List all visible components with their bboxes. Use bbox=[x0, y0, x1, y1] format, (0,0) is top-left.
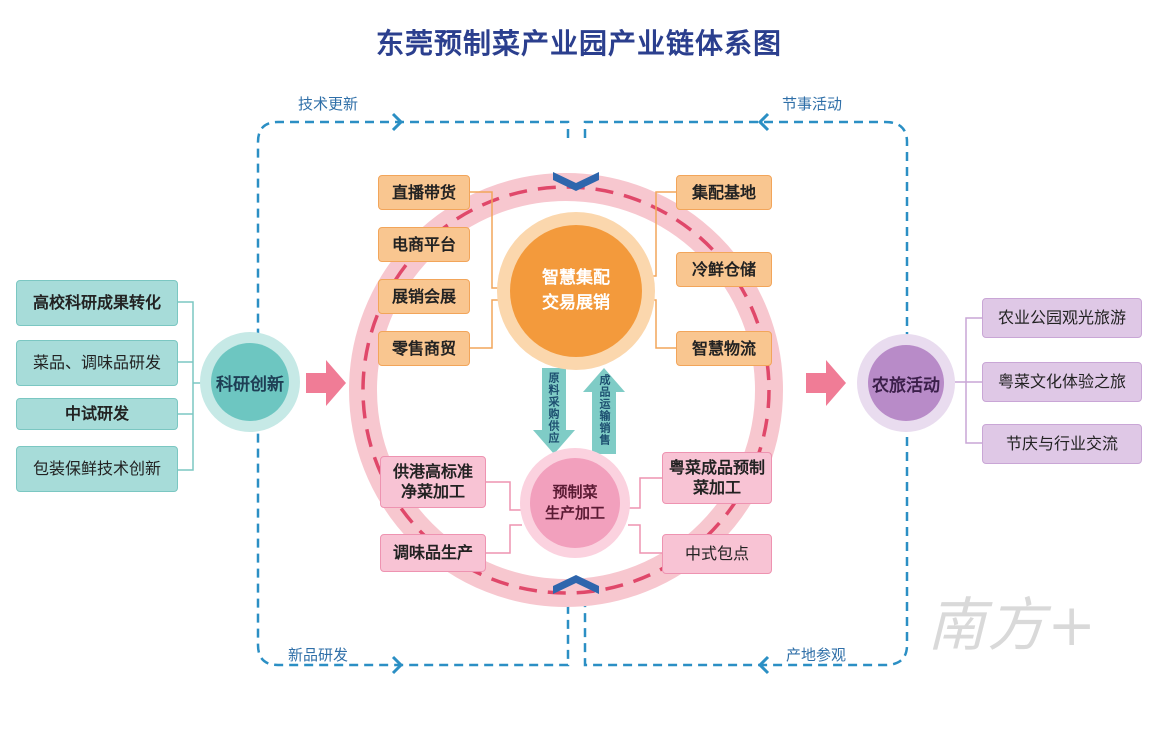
bottom-connectors bbox=[486, 477, 662, 554]
hub-production: 预制菜 生产加工 bbox=[530, 458, 620, 548]
item-packaging-innovation: 包装保鲜技术创新 bbox=[16, 446, 178, 492]
item-retail-trade: 零售商贸 bbox=[378, 331, 470, 366]
item-pilot-rd: 中试研发 bbox=[16, 398, 178, 430]
page-title: 东莞预制菜产业园产业链体系图 bbox=[375, 27, 782, 60]
hub-distribution-line1: 智慧集配 bbox=[542, 268, 610, 289]
item-ecommerce: 电商平台 bbox=[378, 227, 470, 262]
item-cold-storage: 冷鲜仓储 bbox=[676, 252, 772, 287]
item-chinese-buns: 中式包点 bbox=[662, 534, 772, 574]
hub-distribution: 智慧集配 交易展销 bbox=[510, 225, 642, 357]
item-festival-exchange: 节庆与行业交流 bbox=[982, 424, 1142, 464]
item-seasoning-production: 调味品生产 bbox=[380, 534, 486, 572]
item-live-streaming: 直播带货 bbox=[378, 175, 470, 210]
flow-chevrons bbox=[391, 112, 770, 675]
ring-chevron-top bbox=[553, 172, 599, 191]
item-agri-park-tour: 农业公园观光旅游 bbox=[982, 298, 1142, 338]
ring-chevron-bottom bbox=[553, 575, 599, 594]
hub-research: 科研创新 bbox=[211, 343, 289, 421]
arrow-up-sales bbox=[583, 368, 625, 454]
item-smart-logistics: 智慧物流 bbox=[676, 331, 772, 366]
label-product-transport-sales: 成品运输销售 bbox=[598, 374, 611, 446]
item-cantonese-prepared-dishes: 粤菜成品预制菜加工 bbox=[662, 452, 772, 504]
arrow-right-hub bbox=[806, 360, 846, 406]
hub-distribution-outer: 智慧集配 交易展销 bbox=[497, 212, 655, 370]
hub-agritourism-outer: 农旅活动 bbox=[857, 334, 955, 432]
item-cantonese-culture-tour: 粤菜文化体验之旅 bbox=[982, 362, 1142, 402]
hub-agritourism: 农旅活动 bbox=[868, 345, 944, 421]
hub-production-line2: 生产加工 bbox=[544, 504, 605, 522]
item-hk-clean-vegetables: 供港高标准净菜加工 bbox=[380, 456, 486, 508]
flow-label-origin-visit: 产地参观 bbox=[786, 646, 847, 664]
hub-production-outer: 预制菜 生产加工 bbox=[520, 448, 630, 558]
hub-production-line1: 预制菜 bbox=[552, 483, 598, 501]
hub-research-outer: 科研创新 bbox=[200, 332, 300, 432]
flow-label-tech-update: 技术更新 bbox=[298, 95, 359, 113]
label-raw-material-supply: 原料采购供应 bbox=[547, 372, 560, 444]
right-connectors bbox=[950, 317, 982, 444]
arrow-left-hub bbox=[306, 360, 346, 406]
item-dish-seasoning-rd: 菜品、调味品研发 bbox=[16, 340, 178, 386]
item-university-research: 高校科研成果转化 bbox=[16, 280, 178, 326]
item-exhibitions: 展销会展 bbox=[378, 279, 470, 314]
arrow-down-supply bbox=[533, 368, 575, 454]
ring-dashes bbox=[361, 185, 771, 595]
item-distribution-base: 集配基地 bbox=[676, 175, 772, 210]
flow-label-new-products: 新品研发 bbox=[288, 646, 349, 664]
watermark-logo: 南方+ bbox=[927, 591, 1098, 659]
flow-label-festival-events: 节事活动 bbox=[782, 95, 843, 113]
hub-distribution-line2: 交易展销 bbox=[542, 293, 610, 313]
